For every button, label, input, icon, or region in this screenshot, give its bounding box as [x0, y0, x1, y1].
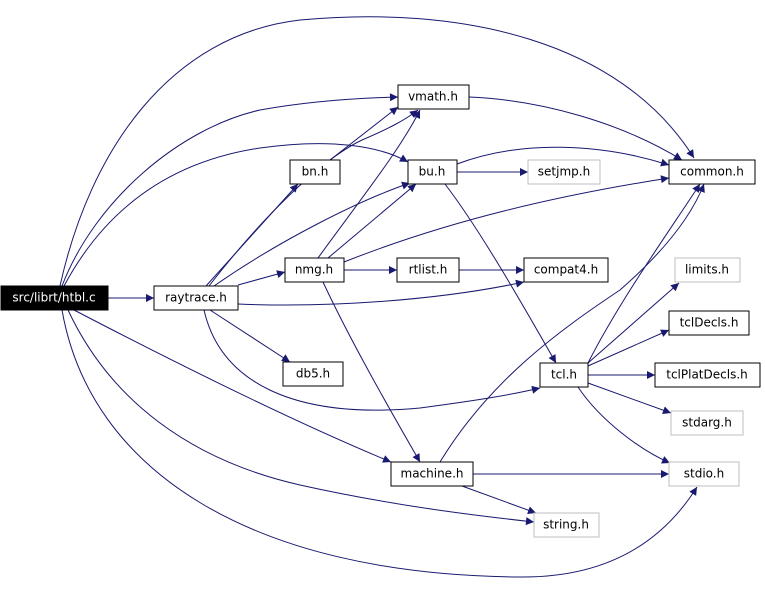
edge-htbl-stdio	[61, 309, 698, 578]
node-label: db5.h	[296, 367, 330, 381]
edge-tcl-tclDecls	[587, 329, 670, 367]
edge-bu-tcl	[444, 183, 557, 364]
node-htbl[interactable]: src/librt/htbl.c	[0, 285, 109, 311]
edge-tcl-stdarg	[587, 382, 672, 415]
edge-machine-string	[461, 485, 537, 515]
node-stdarg[interactable]: stdarg.h	[670, 410, 744, 436]
node-label: limits.h	[685, 263, 729, 277]
node-string[interactable]: string.h	[533, 512, 600, 538]
node-label: src/librt/htbl.c	[12, 291, 95, 305]
node-label: stdarg.h	[682, 416, 732, 430]
node-label: tcl.h	[551, 368, 577, 382]
edge-raytrace-compat4	[237, 279, 525, 306]
node-label: machine.h	[401, 467, 464, 481]
node-label: bn.h	[302, 165, 329, 179]
edge-nmg-bu	[327, 183, 417, 259]
node-label: setjmp.h	[538, 165, 590, 179]
edge-nmg-vmath	[317, 109, 421, 259]
edge-raytrace-bn	[205, 183, 299, 287]
edge-nmg-machine	[322, 281, 421, 463]
edge-raytrace-nmg	[237, 270, 286, 286]
node-label: stdio.h	[684, 467, 724, 481]
node-label: compat4.h	[534, 263, 598, 277]
edge-htbl-bu	[63, 143, 409, 287]
edge-htbl-machine	[73, 309, 392, 463]
node-nmg[interactable]: nmg.h	[284, 257, 345, 283]
node-setjmp[interactable]: setjmp.h	[527, 159, 601, 185]
edge-vmath-common	[468, 96, 683, 161]
edge-htbl-string	[67, 309, 535, 526]
edge-raytrace-db5	[209, 309, 291, 363]
node-compat4[interactable]: compat4.h	[523, 257, 609, 283]
node-limits[interactable]: limits.h	[674, 257, 741, 283]
edge-machine-common	[439, 183, 705, 463]
edge-htbl-tcl	[203, 309, 541, 411]
edge-raytrace-bu	[213, 181, 411, 287]
node-raytrace[interactable]: raytrace.h	[153, 285, 239, 311]
node-common[interactable]: common.h	[668, 159, 756, 185]
edge-htbl-vmath	[61, 93, 399, 287]
edges	[59, 16, 705, 578]
node-tclDecls[interactable]: tclDecls.h	[668, 310, 750, 336]
edge-raytrace-vmath	[208, 109, 419, 287]
node-label: tclDecls.h	[680, 316, 739, 330]
node-label: vmath.h	[408, 90, 458, 104]
node-label: rtlist.h	[409, 263, 448, 277]
edge-bn-vmath	[329, 106, 399, 161]
node-label: tclPlatDecls.h	[666, 368, 748, 382]
node-label: bu.h	[419, 165, 446, 179]
node-stdio[interactable]: stdio.h	[668, 461, 740, 487]
edge-nmg-common	[343, 175, 670, 263]
edge-tcl-limits	[587, 282, 680, 364]
edge-htbl-common	[59, 16, 695, 287]
node-rtlist[interactable]: rtlist.h	[396, 257, 460, 283]
node-bu[interactable]: bu.h	[407, 159, 458, 185]
node-label: raytrace.h	[165, 291, 227, 305]
node-bn[interactable]: bn.h	[289, 159, 341, 185]
nodes: src/librt/htbl.c raytrace.h vmath.h bn.h…	[0, 84, 761, 538]
edge-tcl-stdio	[577, 386, 671, 464]
node-label: string.h	[543, 518, 589, 532]
node-tcl[interactable]: tcl.h	[539, 362, 589, 388]
node-db5[interactable]: db5.h	[282, 361, 344, 387]
node-label: nmg.h	[295, 263, 333, 277]
node-machine[interactable]: machine.h	[390, 461, 474, 487]
node-label: common.h	[680, 165, 744, 179]
node-vmath[interactable]: vmath.h	[397, 84, 470, 110]
edge-bu-common	[456, 146, 670, 167]
node-tclPlatDecls[interactable]: tclPlatDecls.h	[654, 362, 761, 388]
